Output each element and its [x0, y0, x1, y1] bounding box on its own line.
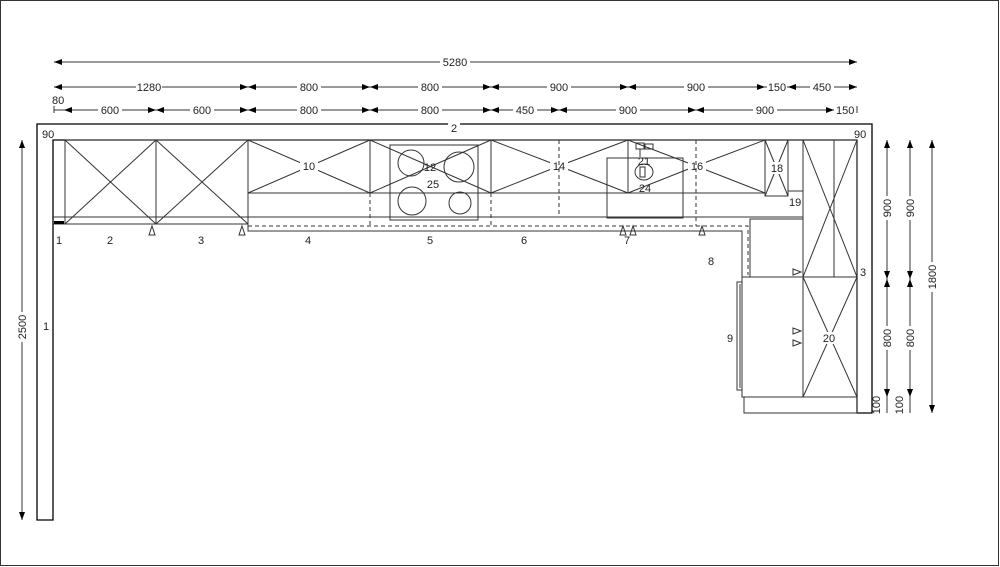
unit-label-18: 18	[771, 163, 783, 175]
base-label-3: 3	[198, 235, 204, 247]
dim-row1-2: 800	[421, 82, 439, 94]
dim-row2-7: 900	[756, 105, 774, 117]
dim-row1-3: 900	[550, 82, 568, 94]
base-label-2: 2	[107, 235, 113, 247]
right-dimensions: 900 800 100 900 800 100 1800	[871, 140, 939, 414]
unit-label-14: 14	[553, 161, 565, 173]
dim-row1-0: 1280	[137, 82, 161, 94]
unit-label-12: 12	[424, 162, 436, 174]
unit-label-10: 10	[303, 161, 315, 173]
base-label-9: 9	[727, 333, 733, 345]
base-label-4: 4	[305, 235, 311, 247]
dim-row2-2: 600	[193, 105, 211, 117]
unit-label-19: 19	[789, 197, 801, 209]
wall-cabinets: 10 12 25 14 16 21 24	[64, 139, 858, 398]
left-wall-label: 1	[43, 321, 49, 333]
base-label-6: 6	[521, 235, 527, 247]
unit-label-16: 16	[691, 161, 703, 173]
back-wall-label: 2	[451, 123, 457, 135]
base-right-units	[736, 276, 858, 414]
dim-row2-1: 600	[101, 105, 119, 117]
dim-row1-4: 900	[687, 82, 705, 94]
dim-right-col1-2: 100	[871, 396, 883, 414]
base-label-7: 7	[624, 235, 630, 247]
base-unit-labels: 1 2 3 4 5 6 7 8 9	[56, 235, 733, 345]
dim-right-col2-2: 100	[894, 396, 906, 414]
dim-row1-6: 450	[813, 82, 831, 94]
dim-row2-0: 80	[52, 95, 64, 107]
dim-left-height: 2500	[17, 315, 29, 339]
dim-right-col2-1: 800	[905, 329, 917, 347]
dim-row1-5: 150	[768, 82, 786, 94]
unit-label-20: 20	[823, 333, 835, 345]
corner-label-left: 90	[42, 129, 54, 141]
unit-label-25: 25	[427, 179, 439, 191]
dim-row2-6: 900	[619, 105, 637, 117]
dim-right-col3-0: 1800	[927, 265, 939, 289]
dim-row1-1: 800	[300, 82, 318, 94]
left-dimension: 2500	[15, 140, 29, 520]
top-dimension-overall: 5280	[54, 56, 857, 69]
right-wall-label: 3	[860, 267, 866, 279]
dim-row2-8: 150	[836, 105, 854, 117]
unit-label-24: 24	[639, 183, 651, 195]
base-label-1: 1	[56, 235, 62, 247]
top-dimension-row2: 80 600 600 800 800 450 900 900 150	[52, 95, 858, 117]
unit-label-21: 21	[638, 156, 650, 168]
dim-row2-3: 800	[300, 105, 318, 117]
base-label-8: 8	[708, 256, 714, 268]
dim-row2-4: 800	[421, 105, 439, 117]
dim-right-col2-0: 900	[905, 199, 917, 217]
dim-right-col1-1: 800	[882, 329, 894, 347]
dim-right-col1-0: 900	[882, 199, 894, 217]
top-dimension-row1: 1280 800 800 900 900 150 450	[54, 81, 857, 94]
dim-row2-5: 450	[516, 105, 534, 117]
base-label-5: 5	[427, 235, 433, 247]
dim-overall: 5280	[443, 57, 467, 69]
corner-label-right: 90	[854, 129, 866, 141]
